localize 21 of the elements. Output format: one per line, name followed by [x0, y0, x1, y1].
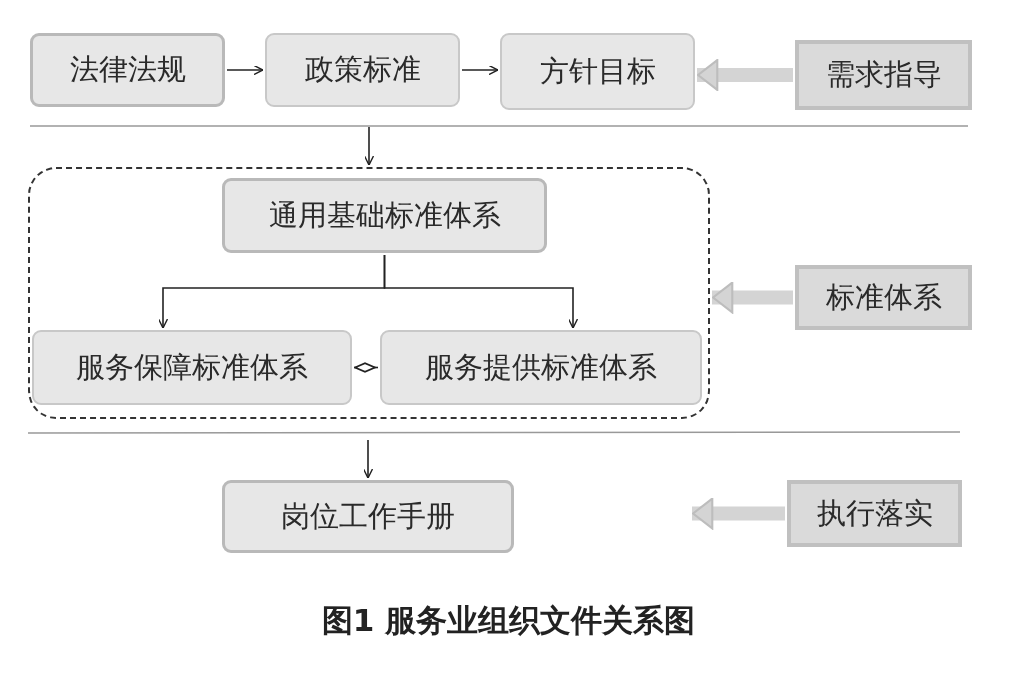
process-box: 方针目标 [500, 33, 695, 110]
process-box: 岗位工作手册 [222, 480, 514, 553]
block-arrow [697, 59, 793, 91]
arrow [363, 126, 375, 166]
process-box: 服务提供标准体系 [380, 330, 702, 405]
arrow [461, 64, 499, 76]
arrow [383, 254, 579, 329]
process-box: 服务保障标准体系 [32, 330, 352, 405]
side-label-box: 执行落实 [787, 480, 962, 547]
process-box: 法律法规 [30, 33, 225, 107]
figure-caption: 图1 服务业组织文件关系图 [320, 601, 697, 640]
block-arrow [712, 281, 793, 314]
side-label-box: 标准体系 [795, 265, 972, 330]
arrow [362, 439, 374, 479]
process-box: 通用基础标准体系 [222, 178, 547, 253]
arrow [226, 64, 264, 76]
side-label-box: 需求指导 [795, 40, 972, 110]
dashed-group-box [28, 167, 710, 419]
diamond-connector [353, 362, 379, 373]
block-arrow [692, 497, 785, 530]
process-box: 政策标准 [265, 33, 460, 107]
